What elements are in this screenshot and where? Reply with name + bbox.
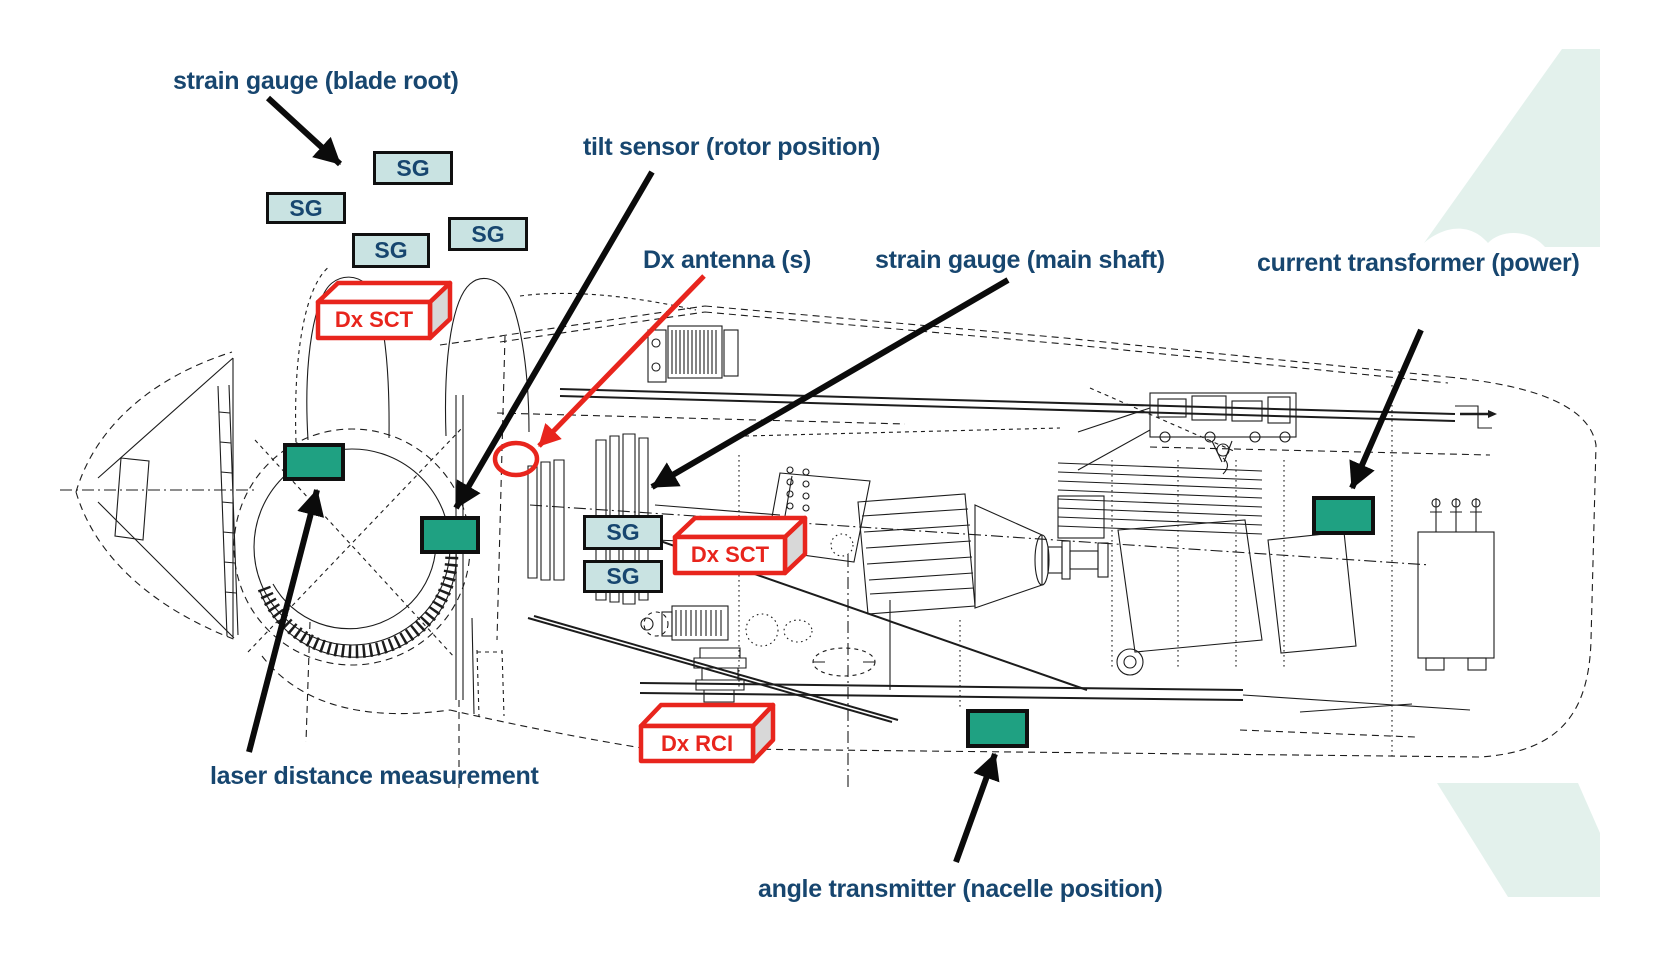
blade-silhouette-group (1424, 49, 1600, 897)
dx-antenna-marker-circle (492, 440, 540, 478)
blade-root-drawing (295, 265, 697, 443)
drivetrain-drawing (527, 427, 1109, 691)
blade-silhouette-top-right (1424, 49, 1600, 247)
dx-sct-box-2 (672, 515, 808, 576)
label-strain-gauge-main-shaft: strain gauge (main shaft) (875, 246, 1165, 274)
label-angle-transmitter: angle transmitter (nacelle position) (758, 875, 1163, 903)
blade-silhouette-bottom-right (1437, 783, 1600, 897)
dx-sct-text: Dx SCT (334, 307, 414, 332)
sg-box-blade-root-2: SG (266, 192, 346, 224)
sg-box-main-shaft-2: SG (583, 560, 663, 593)
nacelle-outline (439, 305, 1597, 758)
label-laser-distance: laser distance measurement (210, 762, 539, 790)
sg-box-main-shaft-1: SG (583, 515, 663, 550)
sg-box-label: SG (289, 194, 323, 221)
crane-rail-drawing (559, 387, 1497, 475)
generator-drawing (1057, 460, 1357, 676)
dx-sct-box-1 (315, 280, 453, 341)
nose-cone-drawing (60, 351, 258, 641)
dx-3d-boxes (315, 280, 808, 764)
dx-rci-text: Dx RCI (660, 730, 734, 756)
annotation-arrows (246, 95, 1424, 864)
laser-distance-sensor-marker (283, 443, 345, 481)
dx-antenna-arrow (537, 274, 706, 448)
label-tilt-sensor: tilt sensor (rotor position) (583, 133, 881, 161)
dx-rci-box-label: Dx RCI (641, 726, 753, 761)
sg-box-blade-root-4: SG (448, 217, 528, 251)
sg-box-label: SG (606, 519, 640, 545)
sg-box-label: SG (374, 237, 408, 263)
current-transformer-arrow (1349, 328, 1424, 490)
sg-box-label: SG (396, 154, 430, 181)
sg-box-label: SG (471, 220, 505, 247)
sg-box-blade-root-1: SG (373, 151, 453, 185)
front-drum-drawing (647, 325, 739, 383)
label-strain-gauge-blade-root: strain gauge (blade root) (173, 67, 459, 95)
dx-sct-box-1-label: Dx SCT (318, 302, 430, 338)
angle-transmitter-arrow (953, 752, 1000, 864)
dx-rci-box (638, 702, 776, 764)
laser-distance-arrow (246, 488, 325, 753)
tilt-sensor-arrow (453, 170, 655, 510)
tail-drawing (1239, 385, 1495, 757)
angle-transmitter-sensor-marker (966, 709, 1029, 748)
bed-frame-drawing (527, 600, 1471, 723)
main-shaft-arrow (650, 277, 1010, 490)
label-current-transformer: current transformer (power) (1257, 249, 1580, 277)
blade-root-arrow (265, 95, 343, 167)
sg-box-blade-root-3: SG (352, 233, 430, 268)
label-dx-antenna: Dx antenna (s) (643, 246, 812, 274)
tilt-sensor-marker (420, 516, 480, 554)
dx-sct-text: Dx SCT (690, 542, 770, 567)
dx-sct-box-2-label: Dx SCT (675, 537, 785, 573)
current-transformer-sensor-marker (1312, 496, 1375, 535)
tower-lines (529, 504, 1431, 788)
sg-box-label: SG (606, 563, 640, 589)
